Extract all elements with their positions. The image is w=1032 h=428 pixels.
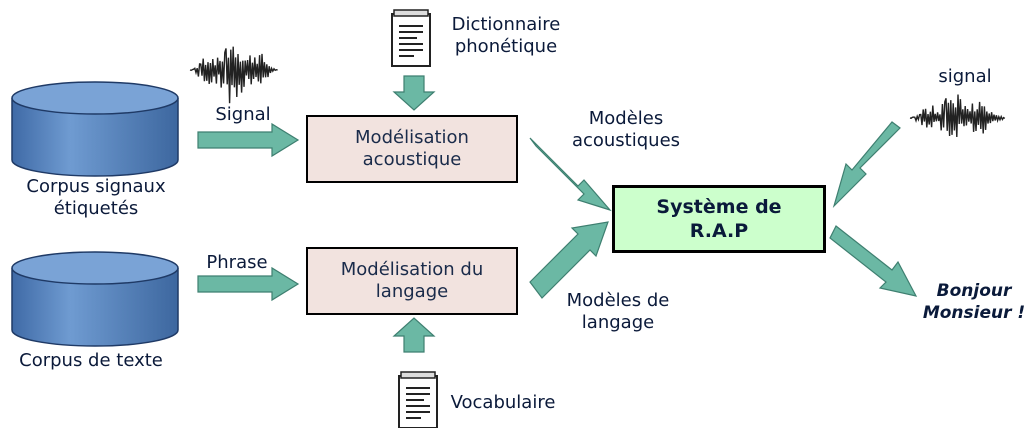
arrow-signal-to-system: [832, 121, 901, 209]
label-corpus-text: Corpus de texte: [19, 350, 163, 371]
database-icon-text-corpus: [11, 251, 179, 347]
box-language-modeling: Modélisation du langage: [306, 247, 518, 315]
label-vocabulary: Vocabulaire: [450, 392, 556, 413]
arrow-system-to-output: [829, 225, 918, 297]
label-corpus-signal: Corpus signaux étiquetés: [26, 176, 166, 219]
arrow-vocabulary-to-language: [392, 317, 436, 353]
output-text: Bonjour Monsieur !: [922, 281, 1026, 323]
box-asr-system: Système de R.A.P: [612, 185, 826, 253]
notepad-icon-vocabulary: [398, 371, 438, 428]
arrow-phrase-to-language: [197, 266, 300, 302]
waveform-icon-input: [189, 46, 278, 104]
label-phrase-edge: Phrase: [206, 252, 268, 273]
label-signal-edge: Signal: [215, 104, 271, 125]
arrow-language-to-system: [529, 221, 609, 299]
box-acoustic-modeling: Modélisation acoustique: [306, 115, 518, 183]
arrow-signal-to-acoustic: [197, 122, 300, 158]
label-signal-input: signal: [938, 66, 992, 87]
arrow-dictionary-to-acoustic: [392, 75, 436, 111]
waveform-icon-signal: [909, 94, 1006, 138]
database-icon-signal-corpus: [11, 81, 179, 177]
label-language-models: Modèles de langage: [566, 290, 670, 333]
arrow-acoustic-to-system: [529, 137, 612, 212]
label-acoustic-models: Modèles acoustiques: [571, 108, 681, 151]
label-dictionary: Dictionnaire phonétique: [451, 14, 561, 57]
notepad-icon-dictionary: [391, 9, 431, 67]
